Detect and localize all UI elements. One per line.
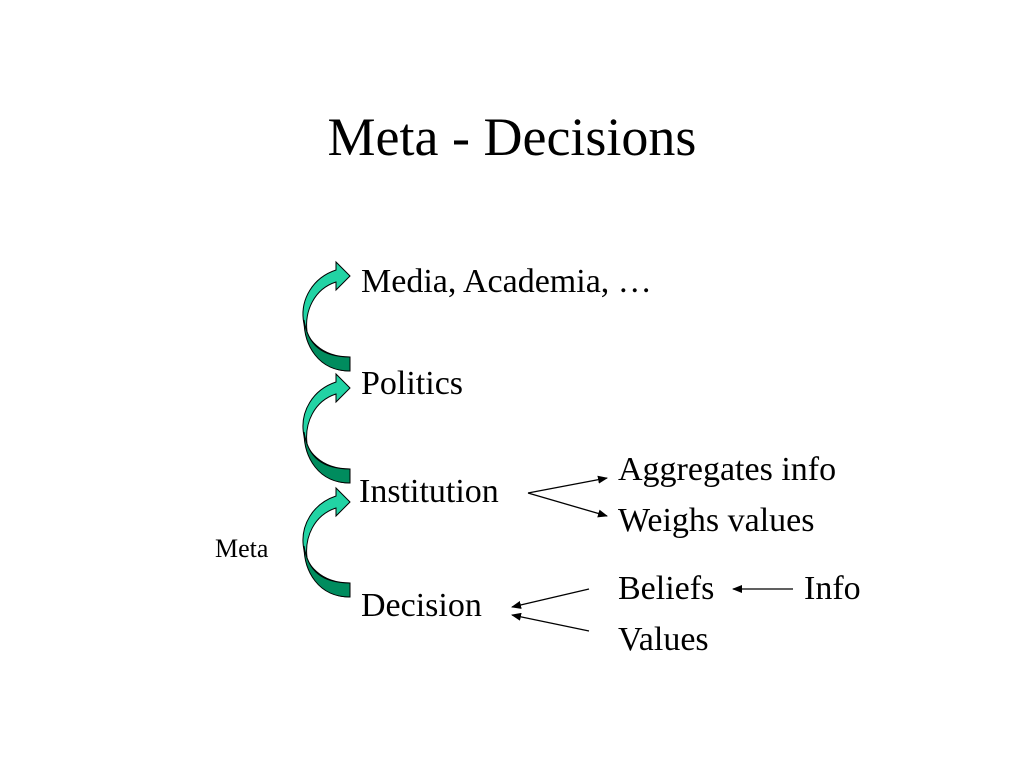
input-info: Info [804, 570, 861, 607]
role-aggregates-info: Aggregates info [618, 451, 837, 488]
meta-label: Meta [215, 534, 269, 563]
level-media: Media, Academia, … [361, 263, 652, 300]
arrow-beliefs-to-decision [511, 588, 590, 609]
curved-up-arrow-icon-middle [302, 372, 351, 484]
level-politics: Politics [361, 365, 464, 402]
arrow-institution-to-weighs [527, 492, 608, 518]
input-beliefs: Beliefs [618, 570, 715, 607]
level-decision: Decision [361, 587, 482, 624]
curved-up-arrow-icon-top [302, 260, 351, 372]
role-weighs-values: Weighs values [618, 502, 815, 539]
arrow-institution-to-aggregates [527, 475, 608, 494]
level-institution: Institution [359, 473, 499, 510]
slide-title: Meta - Decisions [327, 107, 697, 167]
curved-up-arrow-icon-bottom [302, 486, 351, 598]
input-values: Values [618, 621, 709, 658]
arrow-values-to-decision [511, 612, 590, 632]
